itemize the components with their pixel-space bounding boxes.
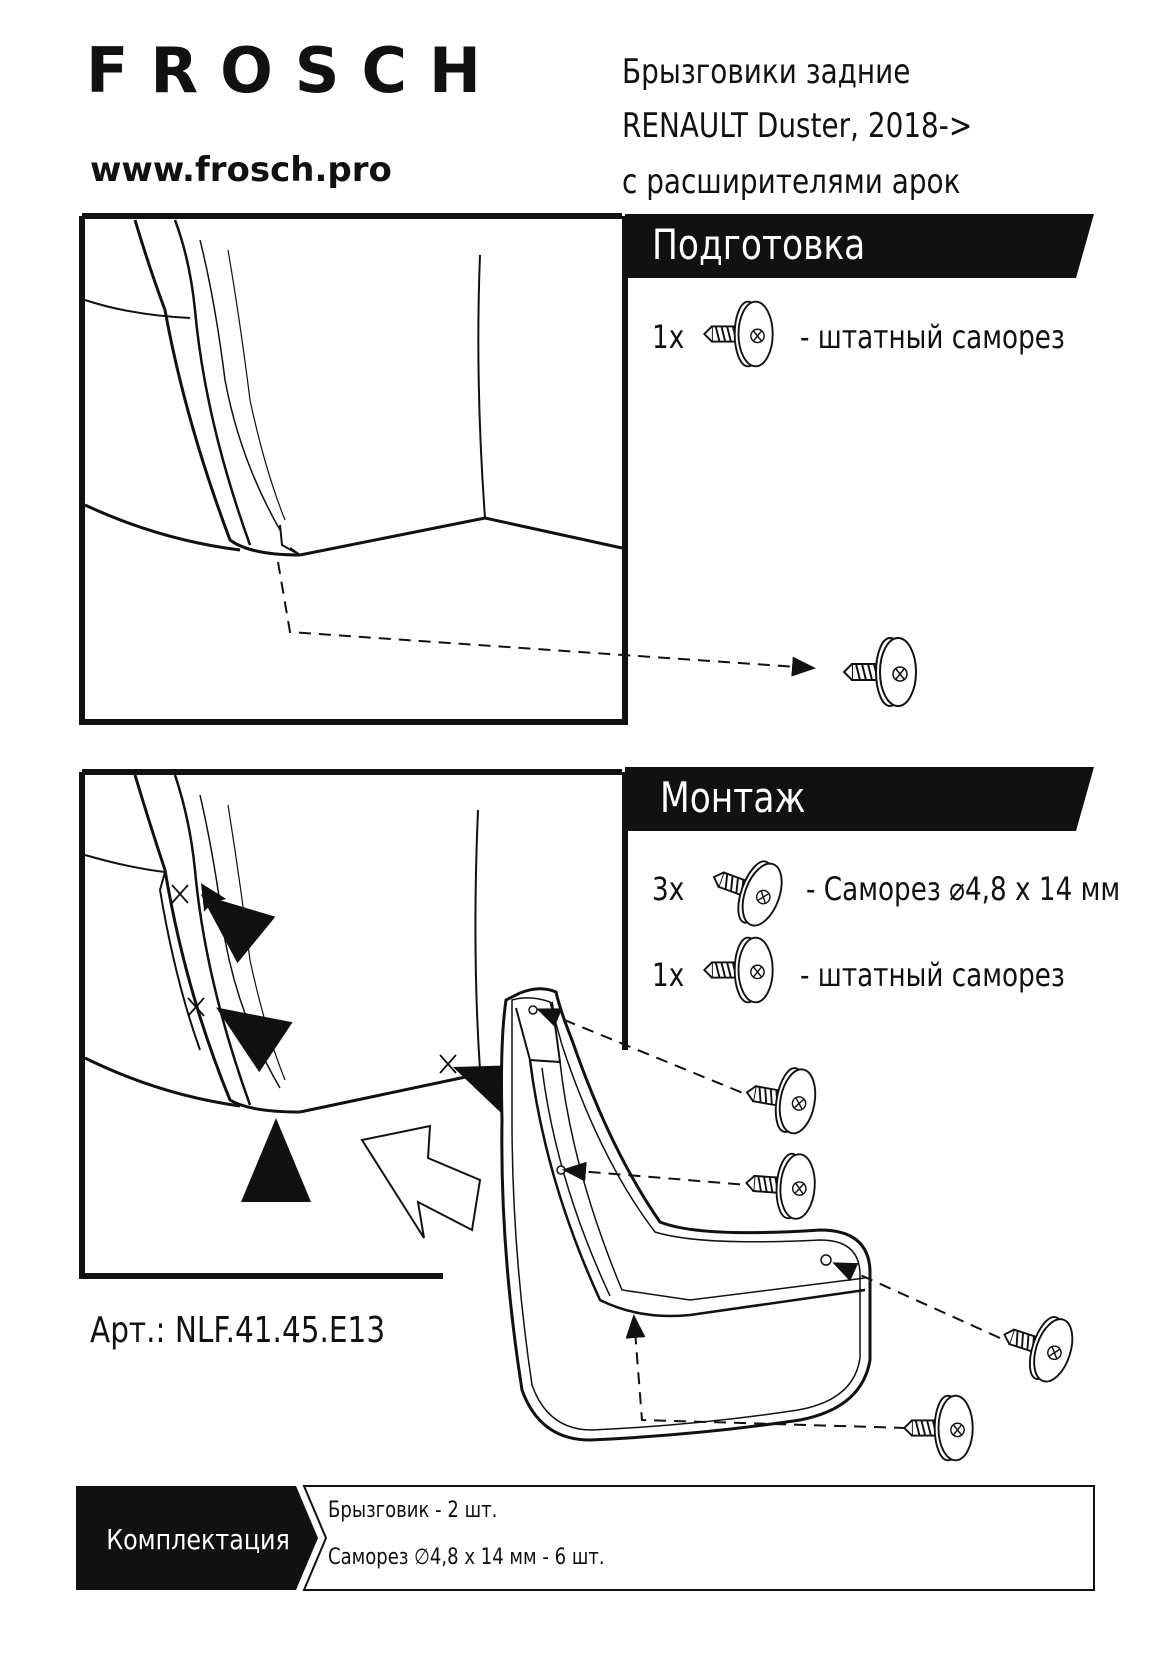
mount-part-2-desc: - штатный саморез [800,956,1065,994]
mount-part-2-qty: 1x [652,956,685,994]
stock-screw-icon-2 [704,938,772,1003]
kit-item: Брызговик - 2 шт. [328,1498,498,1523]
stock-screw-icon [704,302,772,367]
kit-label: Комплектация [106,1522,290,1556]
kit-label-bar [76,1486,318,1590]
product-title-line-1: Брызговики задние [622,52,911,92]
kit-list-box [302,1485,1095,1591]
preparation-heading: Подготовка [652,220,866,269]
mudflap-screw-icon-2 [744,1151,817,1220]
mounting-heading: Монтаж [660,773,806,822]
removed-screw-icon [844,638,916,706]
mudflap-screw-icon-4 [904,1396,972,1461]
article-number: Арт.: NLF.41.45.E13 [90,1310,386,1351]
preparation-panel [79,213,916,725]
product-title-line-2: RENAULT Duster, 2018-> [622,106,973,146]
mount-part-1-qty: 3x [652,870,685,908]
mount-part-1-desc: - Саморез ⌀4,8 х 14 мм [806,870,1121,908]
prep-part-qty: 1x [652,318,685,356]
product-title-line-3: с расширителями арок [622,162,961,202]
mudflap-drawing [500,987,872,1442]
brand-logo: FROSCH [86,34,503,107]
assembly-dash-lines [536,1008,1001,1429]
self-tapping-screw-icon [703,847,789,931]
prep-part-desc: - штатный саморез [800,318,1065,356]
kit-item: Саморез ∅4,8 х 14 мм - 6 шт. [328,1545,605,1570]
website-link[interactable]: www.frosch.pro [90,150,392,190]
preparation-heading-bar [625,214,1094,278]
mounting-heading-bar [625,767,1094,831]
mudflap-screw-icon-1 [741,1061,820,1136]
mudflap-screw-icon-3 [994,1304,1079,1387]
mounting-panel [79,769,628,1279]
